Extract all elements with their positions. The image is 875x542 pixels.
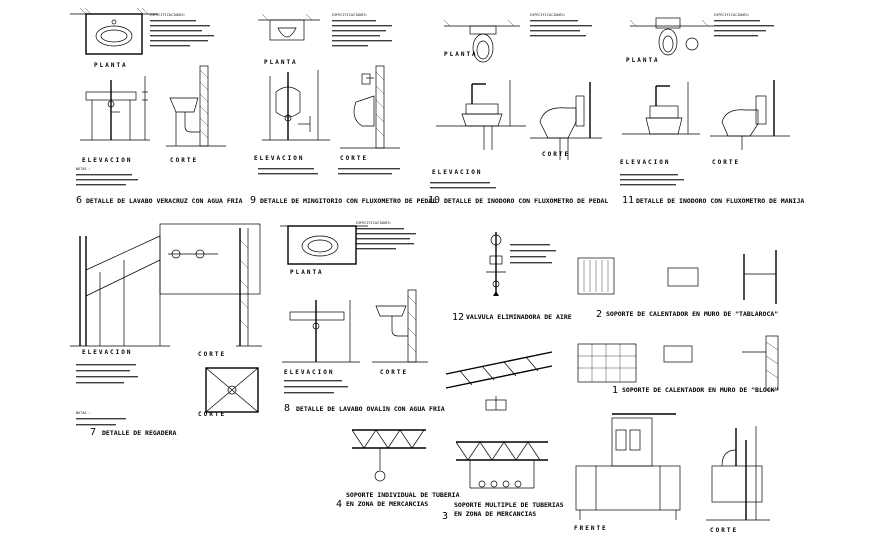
detail-6-drawing [70, 7, 226, 147]
detail-12-number: 12 [452, 312, 465, 323]
label-corte-8: CORTE [380, 369, 409, 376]
detail-9-number: 9 [250, 195, 257, 206]
notes-header-7: NOTAS : [76, 411, 91, 415]
specs-header-11: ESPECIFICACIONES: [714, 13, 750, 17]
detail-12-title: VALVULA ELIMINADORA DE AIRE [466, 313, 572, 321]
detail-3-number: 3 [442, 511, 449, 522]
detail-10-number: 10 [428, 195, 441, 206]
detail-7-title: DETALLE DE REGADERA [102, 429, 177, 437]
detail-4-number: 4 [336, 499, 343, 510]
detail-1-number: 1 [612, 385, 619, 396]
pipe-support-drawings [351, 351, 553, 489]
detail-3-title: SOPORTE MULTIPLE DE TUBERIAS [454, 501, 564, 509]
detail-2-title: SOPORTE DE CALENTADOR EN MURO DE "TABLAR… [606, 310, 779, 318]
label-corte-7-plan: CORTE [198, 411, 227, 418]
detail-6-title: DETALLE DE LAVABO VERACRUZ CON AGUA FRIA [86, 197, 243, 205]
detail-7-drawing [70, 223, 262, 413]
detail-10-drawing [436, 19, 602, 160]
detail-2-number: 2 [596, 309, 603, 320]
label-planta-6: PLANTA [94, 62, 128, 69]
label-elevacion-7: ELEVACION [82, 349, 133, 356]
label-elevacion-11: ELEVACION [620, 159, 671, 166]
detail-8-title: DETALLE DE LAVABO OVALIN CON AGUA FRIA [296, 405, 445, 413]
detail-9-title: DETALLE DE MINGITORIO CON FLUXOMETRO DE … [260, 197, 437, 205]
detail-4-title-line2: EN ZONA DE MERCANCIAS [346, 500, 429, 508]
specs-header-6: ESPECIFICACIONES: [150, 13, 186, 17]
label-corte-6: CORTE [170, 157, 199, 164]
detail-1-drawing [577, 335, 779, 391]
label-elevacion-9: ELEVACION [254, 155, 305, 162]
label-frente: FRENTE [574, 525, 608, 532]
label-corte-7: CORTE [198, 351, 227, 358]
label-corte-10: CORTE [542, 151, 571, 158]
detail-8-number: 8 [284, 403, 291, 414]
notes-header-6: NOTAS : [76, 167, 91, 171]
specs-header-9: ESPECIFICACIONES: [332, 13, 368, 17]
detail-9-drawing [258, 13, 400, 149]
specs-header-8: ESPECIFICACIONES: [356, 221, 392, 225]
detail-11-drawing [622, 17, 790, 150]
detail-8-drawing [280, 225, 428, 363]
detail-12-drawing [486, 232, 506, 296]
detail-1-title: SOPORTE DE CALENTADOR EN MURO DE "BLOCK" [622, 386, 779, 394]
label-elevacion-10: ELEVACION [432, 169, 483, 176]
label-planta-10: PLANTA [444, 51, 478, 58]
specs-header-10: ESPECIFICACIONES: [530, 13, 566, 17]
label-elevacion-8: ELEVACION [284, 369, 335, 376]
detail-11-title: DETALLE DE INODORO CON FLUXOMETRO DE MAN… [636, 197, 805, 205]
detail-11-number: 11 [622, 195, 635, 206]
label-planta-9: PLANTA [264, 59, 298, 66]
frente-drawing [575, 413, 681, 520]
detail-4-title: SOPORTE INDIVIDUAL DE TUBERIA [346, 491, 460, 499]
detail-3-title-line2: EN ZONA DE MERCANCIAS [454, 510, 537, 518]
label-planta-8: PLANTA [290, 269, 324, 276]
detail-2-drawing [577, 250, 777, 304]
detail-10-title: DETALLE DE INODORO CON FLUXOMETRO DE PED… [444, 197, 609, 205]
label-planta-11: PLANTA [626, 57, 660, 64]
detail-6-number: 6 [76, 195, 83, 206]
label-corte-9: CORTE [340, 155, 369, 162]
label-corte-11: CORTE [712, 159, 741, 166]
detail-7-number: 7 [90, 427, 97, 438]
label-corte-bottom: CORTE [710, 527, 739, 534]
label-elevacion-6: ELEVACION [82, 157, 133, 164]
corte-bottom-drawing [706, 426, 770, 521]
